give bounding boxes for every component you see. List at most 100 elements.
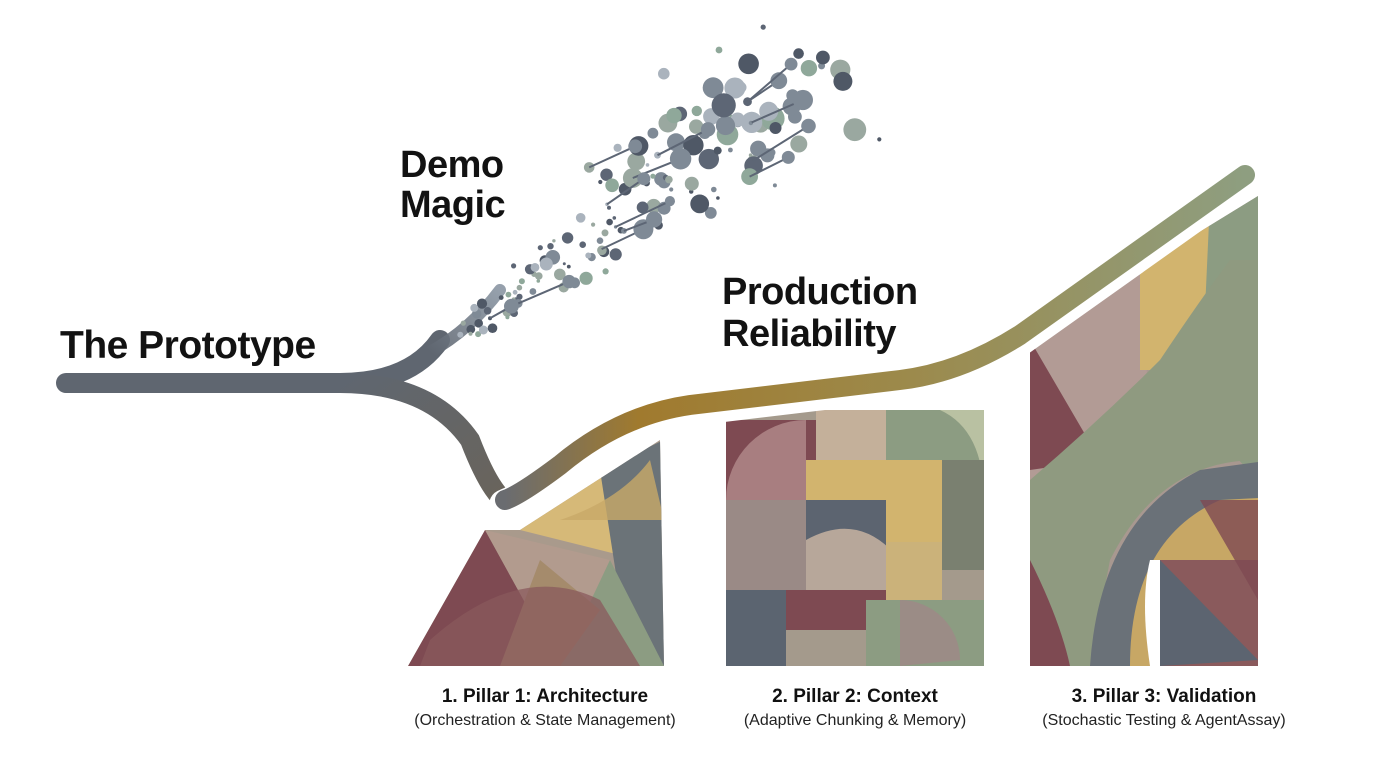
- particle-dot: [689, 119, 704, 134]
- particle-link: [752, 125, 810, 162]
- particle-dot: [690, 194, 710, 214]
- particle-dot: [474, 319, 484, 328]
- particle-node: [562, 274, 576, 289]
- particle-dot: [516, 284, 523, 291]
- particle-dot: [460, 320, 466, 326]
- particle-node: [781, 150, 795, 164]
- particle-dot: [483, 307, 492, 315]
- particle-dot: [684, 176, 699, 191]
- particle-dot: [667, 133, 685, 152]
- particle-dot: [562, 262, 566, 266]
- particle-dot: [800, 59, 818, 77]
- pillar-2-subtitle: (Adaptive Chunking & Memory): [743, 712, 967, 729]
- particle-node: [504, 298, 519, 314]
- particle-dot: [601, 229, 609, 237]
- particle-node: [792, 89, 814, 111]
- particle-link: [615, 200, 671, 228]
- particle-node: [784, 57, 798, 71]
- particle-dot: [512, 289, 518, 295]
- particle-dot: [711, 186, 717, 193]
- particle-dot: [843, 118, 867, 142]
- particle-dot: [833, 71, 853, 91]
- particle-dot: [748, 153, 753, 157]
- particle-dot: [647, 127, 659, 139]
- particle-dot: [530, 263, 540, 272]
- particle-dot: [535, 272, 543, 280]
- particle-dot: [579, 241, 586, 248]
- particle-dot: [536, 279, 541, 283]
- particle-link: [517, 280, 570, 305]
- particle-dot: [877, 137, 882, 142]
- particle-dot: [510, 263, 517, 269]
- particle-dot: [505, 291, 512, 298]
- particle-dot: [602, 268, 609, 275]
- particle-dot: [475, 331, 482, 338]
- pillar-1-subtitle: (Orchestration & State Management): [414, 712, 676, 729]
- pillar-2-caption: 2. Pillar 2: Context (Adaptive Chunking …: [695, 686, 1015, 730]
- particle-dot: [704, 207, 717, 219]
- pillar-1-title: 1. Pillar 1: Architecture: [441, 686, 649, 707]
- particle-dot: [552, 239, 556, 243]
- particle-dot: [613, 143, 622, 152]
- pillar-2-title: 2. Pillar 2: Context: [772, 686, 938, 707]
- particle-node: [628, 139, 643, 154]
- particle-dot: [575, 213, 586, 223]
- particle-dot: [627, 152, 646, 171]
- particle-dot: [478, 325, 488, 335]
- particle-dot: [665, 175, 673, 184]
- pillar-3-title: 3. Pillar 3: Validation: [1071, 686, 1257, 707]
- particle-dot: [715, 46, 723, 54]
- particle-node: [664, 196, 676, 207]
- demo-magic-label-line2: Magic: [400, 184, 506, 226]
- particle-node: [646, 211, 663, 228]
- particle-dot: [487, 323, 498, 334]
- particle-node: [669, 148, 692, 170]
- pillar-1-caption: 1. Pillar 1: Architecture (Orchestration…: [385, 686, 705, 730]
- production-dip-path: [330, 373, 525, 515]
- particle-dot: [790, 135, 808, 153]
- particle-dot: [476, 298, 488, 309]
- particle-dot: [579, 271, 593, 285]
- particle-dot: [636, 201, 649, 214]
- particle-dot: [457, 331, 464, 338]
- particle-dot: [596, 237, 604, 244]
- particle-dot: [728, 147, 733, 153]
- pillar-2-context-shape: [726, 410, 984, 666]
- particle-link: [749, 156, 789, 178]
- particle-dot: [547, 243, 554, 250]
- pillar-1-architecture-shape: [408, 440, 664, 666]
- particle-dot: [645, 163, 650, 167]
- particle-dot: [607, 205, 611, 210]
- particle-dot: [716, 196, 720, 200]
- particle-dot: [537, 245, 543, 251]
- demo-magic-label-line1: Demo: [400, 144, 504, 186]
- particle-dot: [600, 168, 613, 181]
- particle-node: [770, 72, 788, 90]
- particle-link: [746, 63, 792, 103]
- prototype-label: The Prototype: [60, 324, 316, 367]
- particle-dot: [760, 24, 766, 30]
- particle-dot: [715, 115, 736, 136]
- particle-dot: [698, 148, 719, 170]
- particle-dot: [702, 77, 724, 99]
- particle-node: [637, 172, 651, 186]
- particle-dot: [769, 122, 782, 134]
- particle-dot: [816, 50, 830, 65]
- pillar-3-caption: 3. Pillar 3: Validation (Stochastic Test…: [1004, 686, 1324, 730]
- particle-dot: [691, 105, 702, 117]
- particle-link: [657, 128, 709, 157]
- particle-dot: [724, 77, 746, 99]
- particle-dot: [666, 107, 682, 124]
- particle-dot: [713, 146, 722, 155]
- particle-dot: [598, 179, 603, 185]
- particle-dot: [669, 187, 674, 192]
- demo-magic-particles: [457, 24, 882, 338]
- particle-dot: [711, 93, 736, 118]
- particle-dot: [612, 216, 617, 220]
- particle-dot: [585, 252, 592, 259]
- particle-dot: [529, 288, 537, 295]
- particle-dot: [609, 248, 622, 261]
- production-reliability-label-line2: Reliability: [722, 313, 897, 355]
- particle-dot: [605, 178, 619, 193]
